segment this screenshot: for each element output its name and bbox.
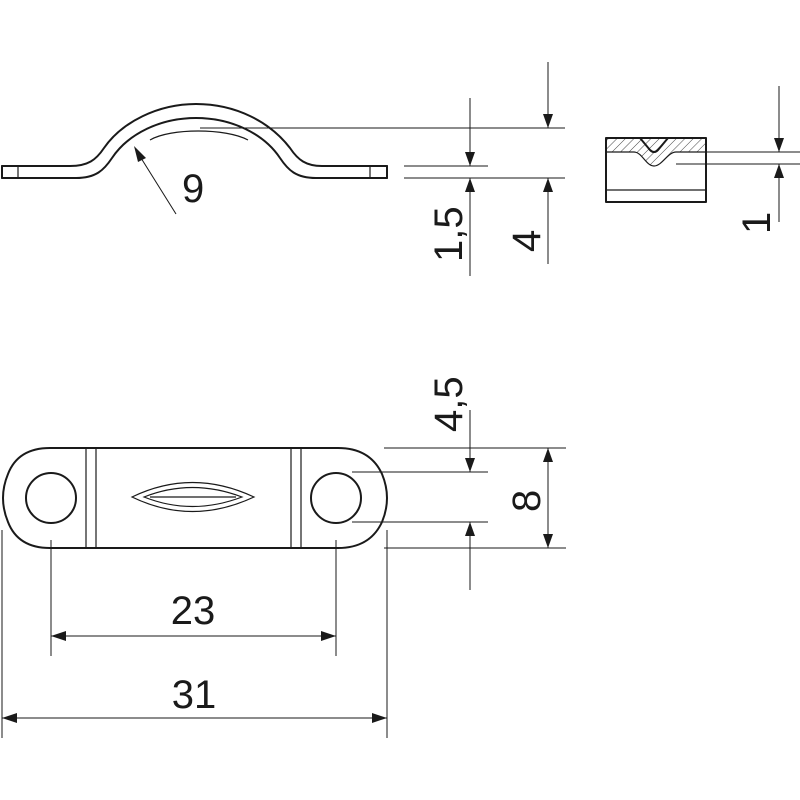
right-hole [310,472,362,524]
side-view [1,103,565,215]
height-dimension [543,62,553,264]
hole-diameter-dimension [465,410,475,590]
width-label: 8 [505,490,549,512]
groove-depth-label: 1 [735,212,779,234]
thickness-dimension [465,98,475,276]
overall-length-dimension [2,713,387,723]
hole-spacing-label: 23 [171,589,216,633]
left-hole [25,472,77,524]
section-view [605,137,800,203]
radius-label: 9 [182,167,204,211]
hole-diameter-label: 4,5 [427,376,471,432]
groove-dimension [774,86,784,222]
width-dimension [543,448,553,548]
height-label: 4 [505,230,549,252]
thickness-label: 1,5 [427,206,471,262]
hole-spacing-dimension [51,631,336,641]
top-view [1,447,566,738]
overall-length-label: 31 [172,673,217,717]
